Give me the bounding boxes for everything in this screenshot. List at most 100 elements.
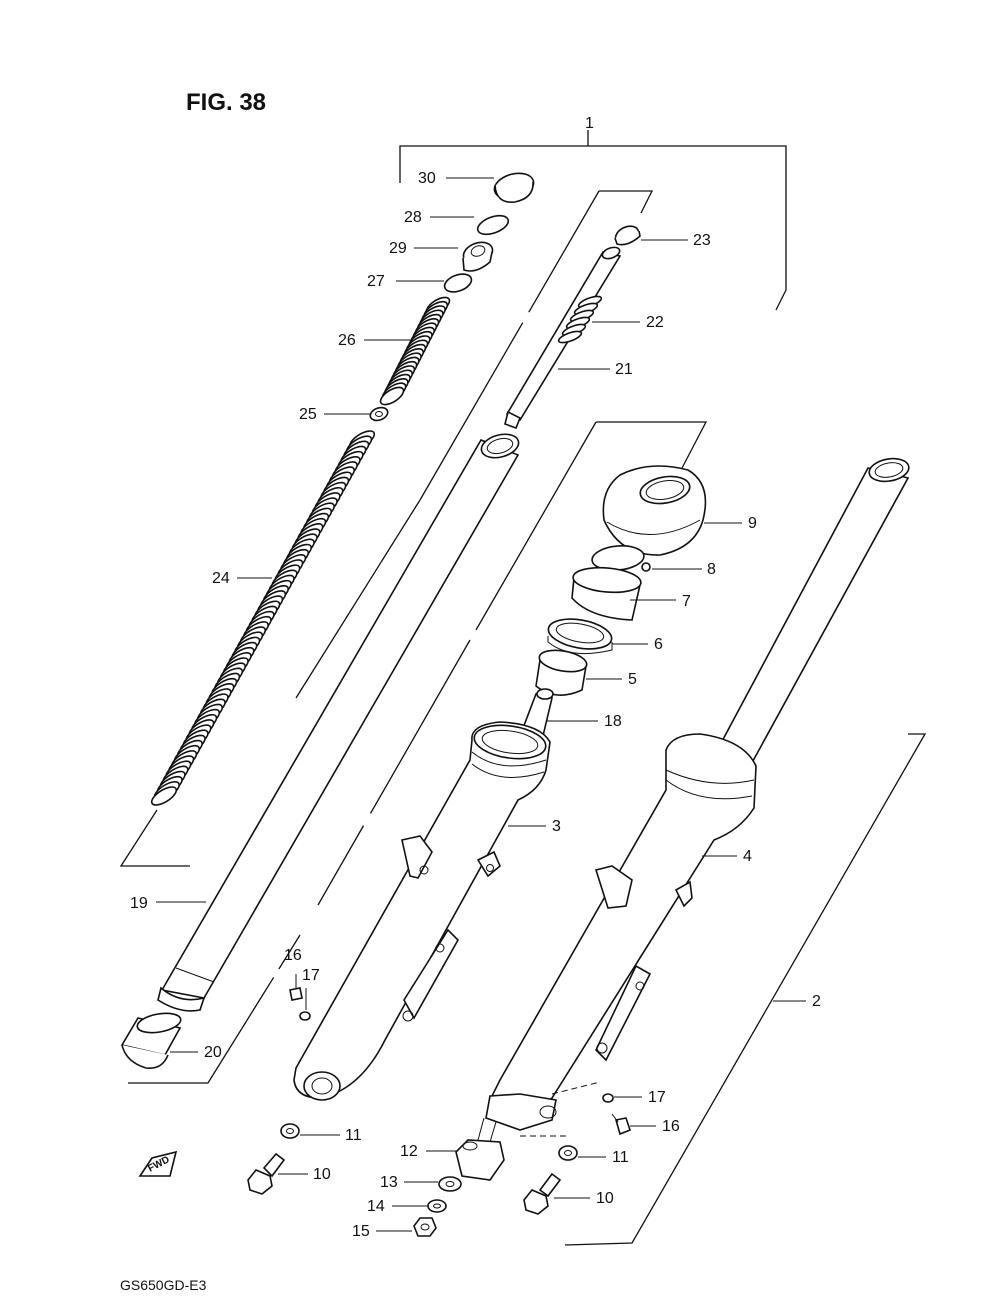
callout-13: 13 [380, 1174, 438, 1191]
callout-11: 11 [578, 1149, 629, 1166]
callout-number: 24 [212, 570, 230, 587]
part-25-washer [369, 406, 389, 422]
callout-number: 5 [628, 671, 637, 688]
callout-number: 16 [284, 947, 302, 964]
callout-30: 30 [418, 170, 494, 187]
callout-17: 17 [302, 967, 320, 1010]
callout-15: 15 [352, 1223, 412, 1240]
part-4-outer-tube [485, 457, 910, 1131]
part-14-washer [427, 1199, 447, 1213]
callout-number: 23 [693, 232, 711, 249]
outer-tube-assembly-frame [128, 421, 708, 1084]
part-10-bolt-right [523, 1172, 562, 1215]
callout-number: 3 [552, 818, 561, 835]
part-29-spacer [462, 241, 494, 272]
part-5-bushing [535, 649, 588, 696]
inner-tube-assembly-frame [119, 190, 654, 867]
callout-number: 21 [615, 361, 633, 378]
figure-title: FIG. 38 [186, 89, 266, 116]
fwd-arrow-icon: FWD [138, 1150, 178, 1177]
callout-number: 26 [338, 332, 356, 349]
callout-number: 18 [604, 713, 622, 730]
callout-number: 27 [367, 273, 385, 290]
callout-number: 2 [812, 993, 821, 1010]
callout-21: 21 [558, 361, 633, 378]
callout-number: 13 [380, 1174, 398, 1191]
callout-number: 8 [707, 561, 716, 578]
callout-1: 1 [585, 115, 594, 132]
part-12-axle-holder [455, 1117, 505, 1181]
bracket-2 [564, 733, 927, 1246]
callout-24: 24 [212, 570, 272, 587]
part-23-ring [614, 225, 641, 246]
callout-number: 19 [130, 895, 148, 912]
part-17-washer-right [602, 1093, 614, 1103]
callout-27: 27 [367, 273, 444, 290]
part-28-ring [476, 214, 510, 236]
callout-6: 6 [612, 636, 663, 653]
callout-25: 25 [299, 406, 370, 423]
part-17-washer-left [299, 1011, 311, 1021]
part-13-washer [438, 1176, 462, 1192]
part-9-dust-boot [602, 465, 707, 556]
callout-number: 11 [345, 1127, 362, 1144]
callout-26: 26 [338, 332, 412, 349]
part-16-bolt-right [611, 1113, 631, 1136]
callout-number: 30 [418, 170, 436, 187]
callout-number: 4 [743, 848, 752, 865]
callout-number: 16 [662, 1118, 680, 1135]
callout-11: 11 [300, 1127, 362, 1144]
callout-10: 10 [554, 1190, 614, 1207]
callout-20: 20 [170, 1044, 222, 1061]
callout-12: 12 [400, 1143, 458, 1160]
part-15-nut [413, 1217, 437, 1237]
callout-number: 17 [648, 1089, 666, 1106]
callout-number: 20 [204, 1044, 222, 1061]
group-bracket-1 [399, 130, 787, 311]
callout-number: 10 [313, 1166, 331, 1183]
part-11-washer-left [280, 1123, 300, 1139]
callout-17: 17 [614, 1089, 666, 1106]
callout-22: 22 [592, 314, 664, 331]
callout-number: 17 [302, 967, 320, 984]
callout-9: 9 [704, 515, 757, 532]
callout-28: 28 [404, 209, 474, 226]
part-30-cap-bolt [493, 172, 535, 203]
callout-8: 8 [652, 561, 716, 578]
callout-number: 29 [389, 240, 407, 257]
callout-number: 25 [299, 406, 317, 423]
callout-14: 14 [367, 1198, 428, 1215]
callout-16: 16 [284, 947, 302, 964]
callout-4: 4 [702, 848, 752, 865]
callout-number: 22 [646, 314, 664, 331]
callout-number: 28 [404, 209, 422, 226]
callout-16: 16 [630, 1118, 680, 1135]
part-10-bolt-left [247, 1152, 286, 1195]
part-22-piston-rings [557, 295, 603, 344]
callout-10: 10 [278, 1166, 331, 1183]
callout-layer: 1234567891010111112131415161617171819202… [130, 115, 821, 1240]
callout-29: 29 [389, 240, 458, 257]
callout-number: 10 [596, 1190, 614, 1207]
callout-18: 18 [546, 713, 622, 730]
callout-number: 14 [367, 1198, 385, 1215]
part-27-o-ring [443, 273, 473, 293]
callout-number: 11 [612, 1149, 629, 1166]
callout-5: 5 [586, 671, 637, 688]
part-7-oil-seal [571, 566, 642, 621]
part-11-washer-right [558, 1145, 578, 1161]
part-24-spring [150, 430, 376, 806]
callout-number: 15 [352, 1223, 370, 1240]
callout-number: 9 [748, 515, 757, 532]
callout-19: 19 [130, 895, 206, 912]
callout-number: 12 [400, 1143, 418, 1160]
part-26-spring [379, 296, 451, 406]
callout-number: 7 [682, 593, 691, 610]
callout-23: 23 [641, 232, 711, 249]
callout-number: 6 [654, 636, 663, 653]
part-16-bolt-left [289, 974, 303, 1001]
callout-7: 7 [630, 593, 691, 610]
callout-number: 1 [585, 115, 594, 132]
